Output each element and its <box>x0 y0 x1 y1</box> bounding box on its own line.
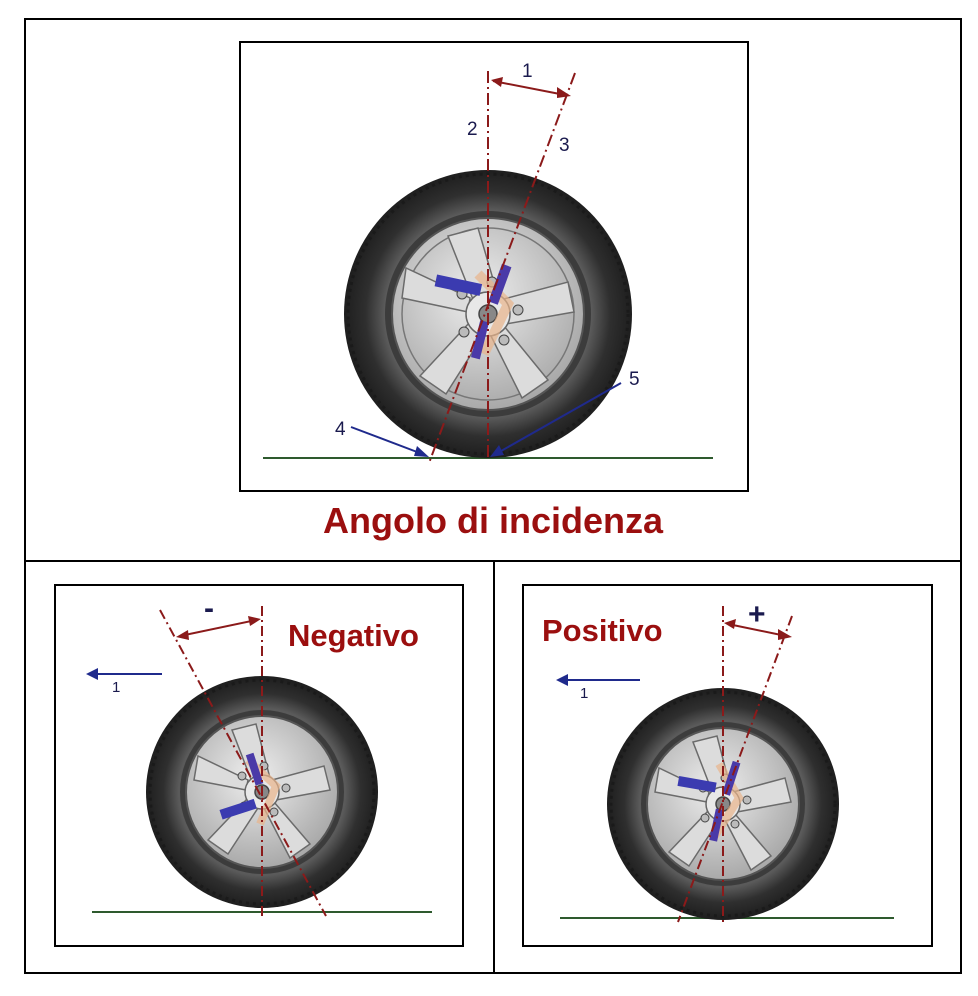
positive-wheel-figure: + Positivo 1 <box>542 598 894 923</box>
callout-4: 4 <box>335 419 346 440</box>
positive-title: Positivo <box>542 613 663 648</box>
callout-1: 1 <box>522 61 533 82</box>
callout-2: 2 <box>467 119 478 140</box>
negative-wheel-figure: - Negativo 1 <box>86 592 432 917</box>
angle-arrow <box>727 623 787 637</box>
positive-panel: + Positivo 1 <box>522 584 933 947</box>
angle-arrow <box>492 80 566 96</box>
negative-sign: - <box>204 592 214 625</box>
negative-title: Negativo <box>288 618 419 653</box>
callout-5: 5 <box>629 369 640 390</box>
direction-label: 1 <box>112 679 120 696</box>
positive-sign: + <box>748 598 766 631</box>
steering-axis-line <box>677 615 793 923</box>
vertical-divider <box>493 561 495 974</box>
negative-panel: - Negativo 1 <box>54 584 464 947</box>
main-wheel-figure: 1 2 3 4 5 <box>263 61 713 464</box>
callout-4-arrow <box>350 426 426 456</box>
main-wheel-panel: 1 2 3 4 5 <box>239 41 749 492</box>
main-title: Angolo di incidenza <box>323 500 663 541</box>
steering-axis-line <box>428 72 576 464</box>
direction-label: 1 <box>580 685 588 702</box>
callout-3: 3 <box>559 135 570 156</box>
steering-axis-line <box>159 609 327 917</box>
angle-arrow <box>179 619 257 637</box>
callout-5-arrow <box>493 382 622 456</box>
